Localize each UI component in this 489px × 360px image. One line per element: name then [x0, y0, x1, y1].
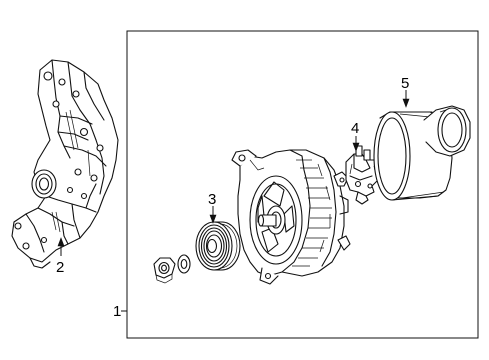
rear-cover	[373, 105, 471, 201]
alternator	[231, 149, 351, 285]
nut	[153, 257, 176, 284]
washer	[177, 254, 191, 274]
pulley	[195, 221, 241, 271]
callout-5-leader	[402, 90, 410, 108]
callout-3: 3	[208, 191, 216, 208]
voltage-regulator	[345, 145, 381, 205]
callout-2-leader	[57, 237, 65, 256]
callout-4: 4	[351, 120, 359, 137]
callout-5: 5	[401, 75, 409, 92]
callout-3-leader	[209, 206, 217, 224]
assembly-frame	[126, 30, 479, 339]
mounting-bracket	[11, 59, 119, 269]
callout-2: 2	[56, 259, 64, 276]
callout-1: 1	[113, 303, 121, 320]
callout-4-leader	[352, 136, 360, 152]
